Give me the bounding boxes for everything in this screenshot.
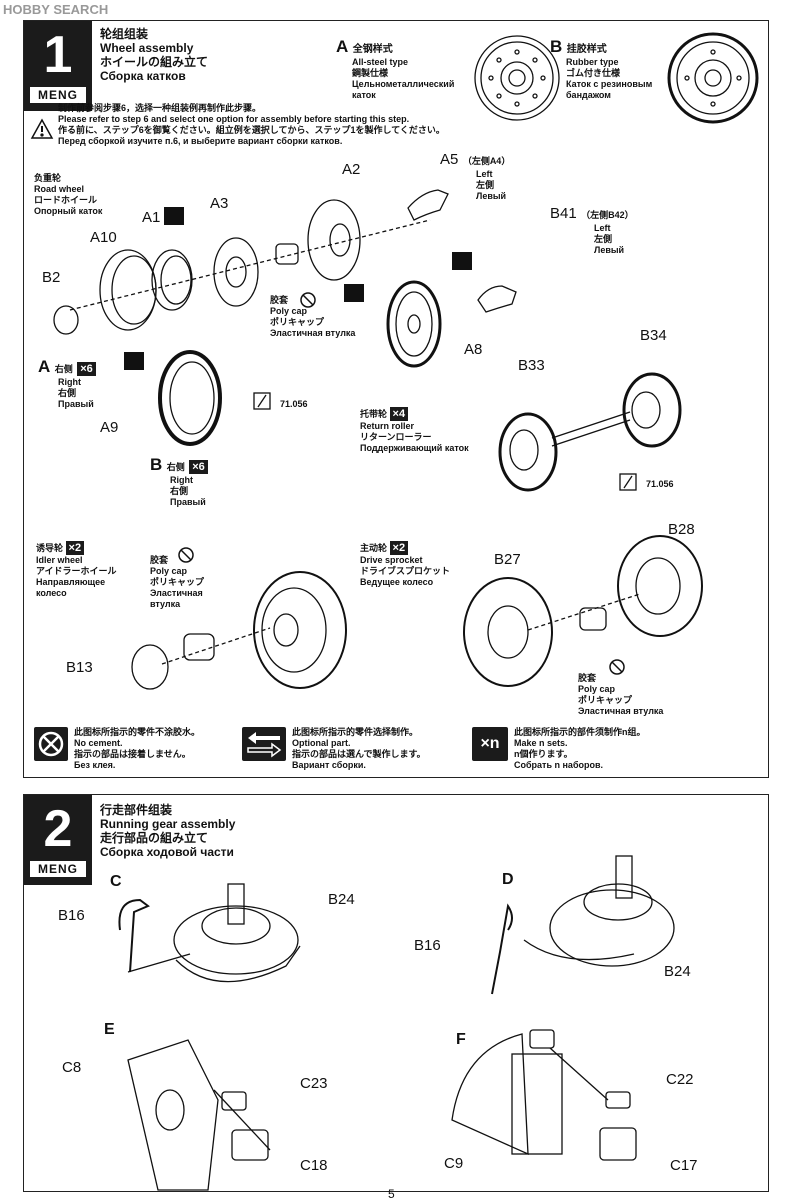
make-n-sets-icon: ×n bbox=[472, 727, 508, 761]
step2-badge: 2 MENG bbox=[24, 795, 92, 885]
running-gear-d-drawing bbox=[491, 855, 675, 995]
a5-left-label: A5 （左侧A4） Left 左側 Левый bbox=[440, 151, 511, 201]
part-label-b2: B2 bbox=[42, 269, 61, 286]
sub-c: C bbox=[110, 873, 122, 890]
note-line: Перед сборкой изучите п.6, и выберите ва… bbox=[58, 136, 343, 146]
part-label-c17: C17 bbox=[670, 1157, 698, 1174]
part-label-b34: B34 bbox=[640, 327, 667, 344]
count-badge: ×2 bbox=[65, 541, 85, 555]
road-wheel-drawing bbox=[53, 189, 517, 446]
note-line: 制作前参阅步骤6，选择一种组装例再制作此步骤。 bbox=[58, 103, 262, 113]
paintbrush-icon bbox=[253, 392, 637, 491]
part-label-c8: C8 bbox=[62, 1059, 82, 1076]
step1-title: 轮组组装 Wheel assembly ホイールの組み立て Сборка кат… bbox=[100, 27, 209, 83]
page-number: 5 bbox=[388, 1187, 395, 1201]
part-label-b24: B24 bbox=[328, 891, 355, 908]
all-steel-wheel-drawing bbox=[474, 35, 560, 121]
sprocket-label: 主动轮 ×2 Drive sprocket ドライブスプロケット Ведущее… bbox=[360, 541, 451, 587]
meng-logo: MENG bbox=[30, 87, 86, 103]
return-roller-drawing bbox=[498, 372, 682, 492]
step1-panel: 1 MENG 轮组组装 Wheel assembly ホイールの組み立て Сбо… bbox=[23, 20, 769, 778]
part-label-c23: C23 bbox=[300, 1075, 328, 1092]
sub-e: E bbox=[104, 1021, 115, 1038]
step1-notes: 制作前参阅步骤6，选择一种组装例再制作此步骤。 Please refer to … bbox=[58, 103, 445, 147]
part-label-a1: A1 bbox=[142, 209, 161, 226]
rubber-wheel-drawing bbox=[667, 32, 759, 124]
part-label-a2: A2 bbox=[342, 161, 361, 178]
side-b-label: B 右侧 ×6 Right 右側 Правый bbox=[150, 455, 208, 508]
part-label-a10: A10 bbox=[90, 229, 117, 246]
count-badge: ×4 bbox=[389, 407, 409, 421]
idler-wheel-drawing bbox=[131, 571, 347, 690]
side-a-label: A 右侧 ×6 Right 右側 Правый bbox=[38, 357, 96, 410]
note-line: 作る前に、ステップ6を御覧ください。組立例を選択してから、ステップ1を製作してく… bbox=[58, 125, 445, 135]
part-label-a3: A3 bbox=[210, 195, 229, 212]
part-label-a8: A8 bbox=[464, 341, 483, 358]
step2-title: 行走部件组装 Running gear assembly 走行部品の組み立て С… bbox=[100, 803, 236, 859]
paint-code: 71.056 bbox=[646, 479, 674, 489]
idler-label: 诱导轮 ×2 Idler wheel アイドラーホイール Направляюще… bbox=[36, 541, 117, 598]
drive-sprocket-drawing bbox=[463, 535, 703, 687]
step-number: 1 bbox=[43, 26, 73, 84]
optional-arrows-icon bbox=[242, 727, 286, 761]
step-number: 2 bbox=[43, 800, 73, 858]
count-badge: ×6 bbox=[189, 460, 208, 474]
paint-code: 71.056 bbox=[280, 399, 308, 409]
option-a-label: A 全钢样式 All-steel type 鋼製仕様 Цельнометалли… bbox=[336, 37, 455, 100]
part-label-a9: A9 bbox=[100, 419, 119, 436]
return-roller-label: 托带轮 ×4 Return roller リターンローラー Поддержива… bbox=[360, 407, 469, 453]
count-badge: ×2 bbox=[389, 541, 409, 555]
no-cement-icon bbox=[34, 727, 68, 761]
b41-left-label: B41 （左侧B42） Left 左側 Левый bbox=[550, 205, 634, 255]
part-label-b13: B13 bbox=[66, 659, 93, 676]
meng-logo: MENG bbox=[30, 861, 86, 877]
part-label-b28: B28 bbox=[668, 521, 695, 538]
running-gear-c-drawing bbox=[118, 883, 301, 983]
step1-badge: 1 MENG bbox=[24, 21, 92, 111]
watermark: HOBBY SEARCH bbox=[3, 2, 109, 17]
part-label-b27: B27 bbox=[494, 551, 521, 568]
option-b-label: B 挂胶样式 Rubber type ゴム付き仕様 Каток с резино… bbox=[550, 37, 653, 100]
part-label-b16: B16 bbox=[414, 937, 441, 954]
part-label-b24: B24 bbox=[664, 963, 691, 980]
idler-poly-cap-label: 胶套 Poly cap ポリキャップ Эластичная втулка bbox=[150, 555, 205, 609]
warning-icon bbox=[30, 118, 54, 139]
note-line: Please refer to step 6 and select one op… bbox=[58, 114, 410, 124]
no-cement-icon bbox=[178, 292, 625, 675]
sub-f: F bbox=[456, 1031, 466, 1048]
sub-d: D bbox=[502, 871, 514, 888]
poly-cap-label: 胶套 Poly cap ポリキャップ Эластичная втулка bbox=[270, 295, 356, 338]
count-badge: ×6 bbox=[77, 362, 96, 376]
sprocket-poly-cap-label: 胶套 Poly cap ポリキャップ Эластичная втулка bbox=[578, 673, 664, 716]
part-label-c9: C9 bbox=[444, 1155, 464, 1172]
part-label-b16: B16 bbox=[58, 907, 85, 924]
part-label-b33: B33 bbox=[518, 357, 545, 374]
running-gear-e-drawing bbox=[127, 1039, 271, 1191]
step2-panel: 2 MENG 行走部件组装 Running gear assembly 走行部品… bbox=[23, 794, 769, 1192]
part-label-c22: C22 bbox=[666, 1071, 694, 1088]
optional-arrows-icon bbox=[124, 207, 472, 370]
part-label-c18: C18 bbox=[300, 1157, 328, 1174]
running-gear-f-drawing bbox=[451, 1029, 637, 1161]
road-wheel-label: 负重轮 Road wheel ロードホイール Опорный каток bbox=[34, 173, 103, 216]
